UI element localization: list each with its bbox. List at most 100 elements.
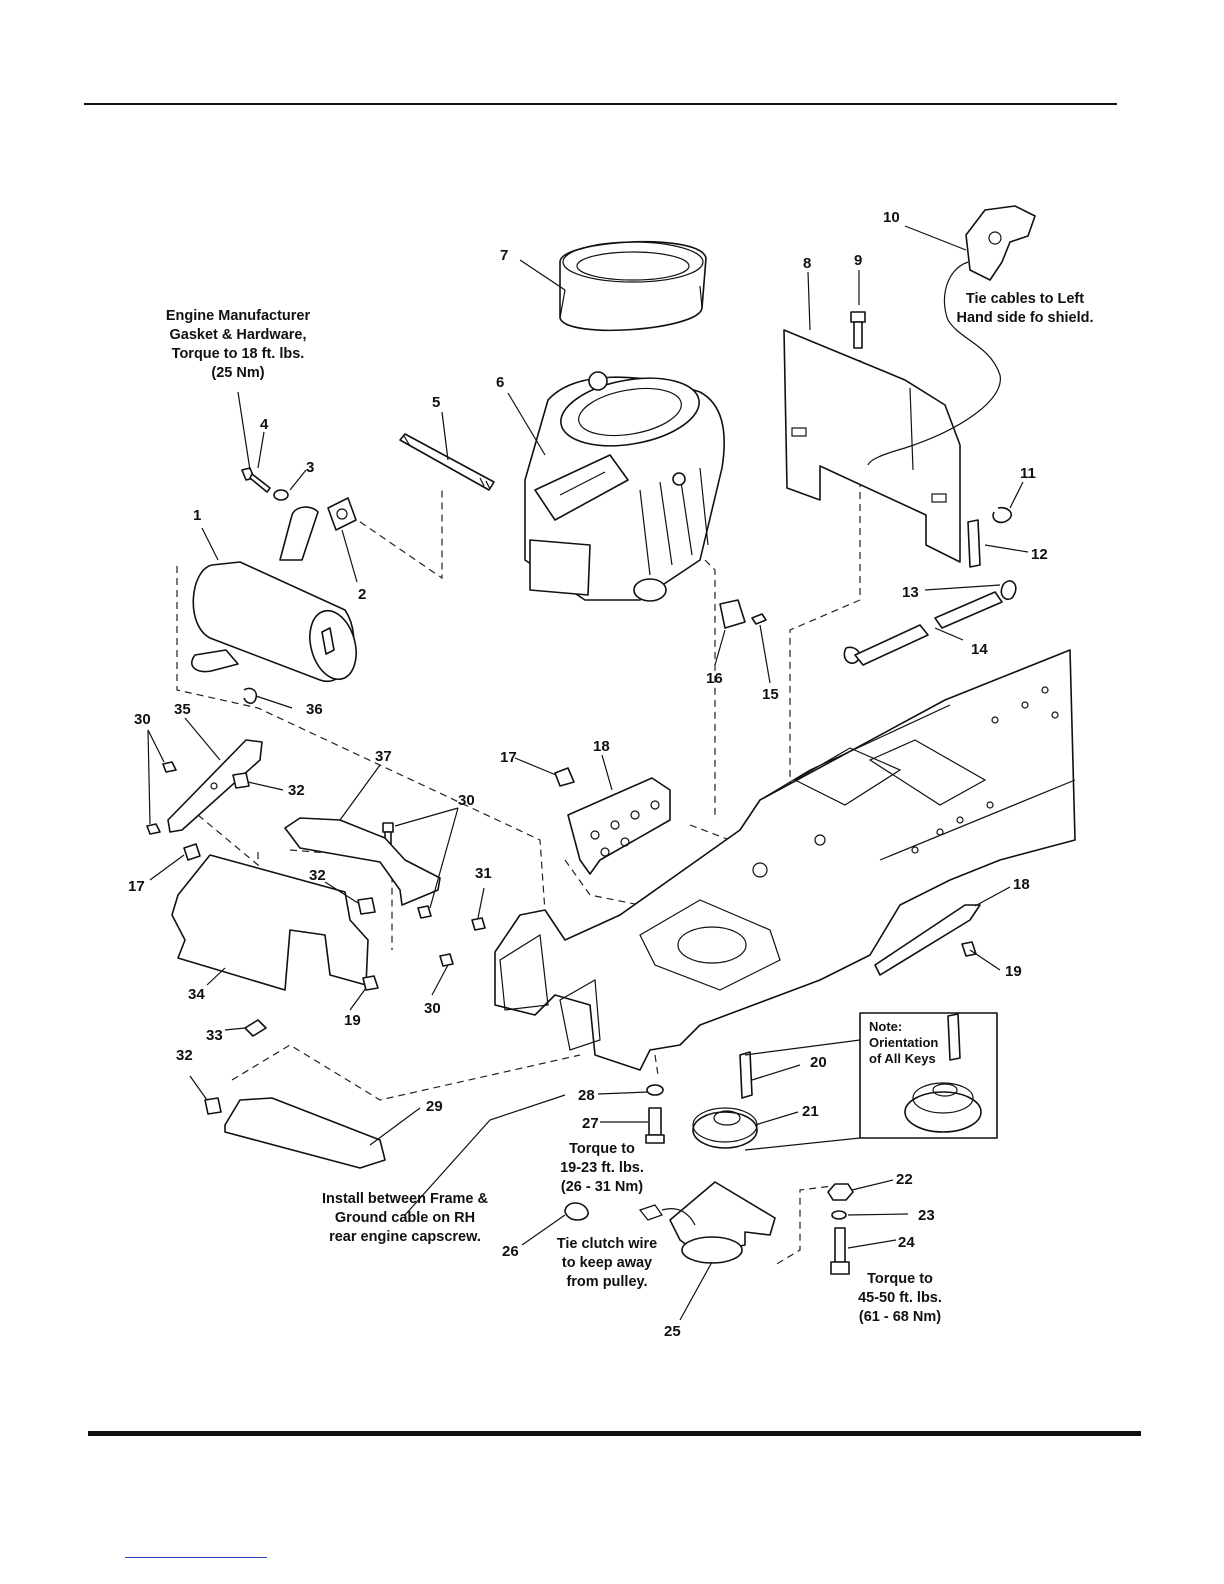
callout-4: 4 xyxy=(260,416,269,433)
callout-32-middle: 32 xyxy=(309,867,326,884)
header-rule xyxy=(84,103,1117,105)
callout-5: 5 xyxy=(432,394,440,411)
svg-text:Orientation: Orientation xyxy=(869,1035,938,1050)
part-4-bolt xyxy=(241,467,271,493)
callout-15: 15 xyxy=(762,686,779,703)
part-32-nuts xyxy=(204,772,376,1115)
part-1-muffler xyxy=(191,506,357,683)
callout-8: 8 xyxy=(803,255,811,272)
svg-text:19-23 ft. lbs.: 19-23 ft. lbs. xyxy=(560,1160,644,1176)
part-36-clip xyxy=(243,687,258,705)
note-install-ground: Install between Frame & Ground cable on … xyxy=(322,1191,489,1245)
callout-28: 28 xyxy=(578,1087,595,1104)
callout-13: 13 xyxy=(902,584,919,601)
svg-text:Tie cables to Left: Tie cables to Left xyxy=(966,291,1084,307)
note-tie-cables: Tie cables to Left Hand side fo shield. xyxy=(957,291,1094,326)
svg-text:Ground cable on RH: Ground cable on RH xyxy=(335,1210,475,1226)
callout-18-upper: 18 xyxy=(593,738,610,755)
part-10-cable-control xyxy=(867,205,1036,466)
callout-22: 22 xyxy=(896,1171,913,1188)
note-torque-24: Torque to 45-50 ft. lbs. (61 - 68 Nm) xyxy=(858,1271,942,1325)
callout-30-left: 30 xyxy=(134,711,151,728)
svg-text:from pulley.: from pulley. xyxy=(566,1274,647,1290)
svg-text:Note:: Note: xyxy=(869,1019,902,1034)
callout-19-left: 19 xyxy=(344,1012,361,1029)
callout-30-middle: 30 xyxy=(458,792,475,809)
part-11-clip xyxy=(992,506,1013,524)
part-22-nut xyxy=(827,1183,854,1201)
callout-30-lower: 30 xyxy=(424,1000,441,1017)
callout-27: 27 xyxy=(582,1115,599,1132)
svg-text:of All Keys: of All Keys xyxy=(869,1051,936,1066)
callout-3: 3 xyxy=(306,459,314,476)
callout-10: 10 xyxy=(883,209,900,226)
callout-17-lower: 17 xyxy=(128,878,145,895)
keys-note-box xyxy=(859,1012,998,1139)
callout-9: 9 xyxy=(854,252,862,269)
callout-24: 24 xyxy=(898,1234,915,1251)
part-16-bracket xyxy=(719,599,746,629)
callout-32-lower: 32 xyxy=(176,1047,193,1064)
leader-lines xyxy=(147,225,1029,1321)
svg-text:Hand side fo shield.: Hand side fo shield. xyxy=(957,310,1094,326)
note-keys-orientation: Note: Orientation of All Keys xyxy=(869,1019,938,1066)
part-19-bolts xyxy=(362,941,977,991)
callout-2: 2 xyxy=(358,586,366,603)
svg-text:(61 - 68 Nm): (61 - 68 Nm) xyxy=(859,1309,941,1325)
note-tie-clutch: Tie clutch wire to keep away from pulley… xyxy=(557,1236,657,1290)
part-2-gasket xyxy=(327,497,357,531)
svg-text:Tie clutch wire: Tie clutch wire xyxy=(557,1236,657,1252)
callout-26: 26 xyxy=(502,1243,519,1260)
part-34-guard xyxy=(171,854,369,991)
footer-link-underline xyxy=(125,1557,267,1558)
svg-text:(25 Nm): (25 Nm) xyxy=(211,365,264,381)
note-engine-gasket: Engine Manufacturer Gasket & Hardware, T… xyxy=(166,308,311,381)
callout-31: 31 xyxy=(475,865,492,882)
part-35-bracket xyxy=(167,739,263,833)
callout-18-right: 18 xyxy=(1013,876,1030,893)
part-24-bolt xyxy=(830,1227,850,1275)
callout-25: 25 xyxy=(664,1323,681,1340)
part-17-clip xyxy=(183,767,575,861)
svg-text:Torque to 18 ft. lbs.: Torque to 18 ft. lbs. xyxy=(172,346,305,362)
footer-rule xyxy=(88,1431,1141,1436)
callout-1: 1 xyxy=(193,507,201,524)
callout-37: 37 xyxy=(375,748,392,765)
svg-text:Torque to: Torque to xyxy=(569,1141,635,1157)
part-3-washer xyxy=(273,489,289,501)
part-6-engine xyxy=(524,371,725,602)
callout-6: 6 xyxy=(496,374,504,391)
callout-34: 34 xyxy=(188,986,205,1003)
note-torque-27: Torque to 19-23 ft. lbs. (26 - 31 Nm) xyxy=(560,1141,644,1195)
part-26-clip xyxy=(564,1202,589,1221)
part-27-bolt xyxy=(645,1107,665,1144)
callout-32-upper: 32 xyxy=(288,782,305,799)
callout-33: 33 xyxy=(206,1027,223,1044)
svg-text:45-50 ft. lbs.: 45-50 ft. lbs. xyxy=(858,1290,942,1306)
part-20-key xyxy=(739,1051,753,1099)
callout-29: 29 xyxy=(426,1098,443,1115)
callout-11: 11 xyxy=(1020,465,1036,482)
part-37-shield xyxy=(284,817,441,906)
callout-numbers: 1 2 3 4 5 6 7 8 9 10 11 12 13 14 15 16 1… xyxy=(128,209,1048,1340)
part-5-stud xyxy=(399,433,495,491)
callout-19-right: 19 xyxy=(1005,963,1022,980)
part-29-plate xyxy=(224,1097,386,1169)
svg-text:Install between Frame &: Install between Frame & xyxy=(322,1191,489,1207)
svg-text:to keep away: to keep away xyxy=(562,1255,652,1271)
callout-7: 7 xyxy=(500,247,508,264)
part-18-plate xyxy=(567,777,981,976)
svg-text:Gasket & Hardware,: Gasket & Hardware, xyxy=(169,327,306,343)
callout-36: 36 xyxy=(306,701,323,718)
part-31-bolt xyxy=(471,917,486,931)
callout-21: 21 xyxy=(802,1103,819,1120)
part-25-clutch xyxy=(638,1181,776,1264)
part-15-pin xyxy=(751,613,767,625)
part-9-bolt xyxy=(850,311,866,349)
part-23-washer xyxy=(831,1210,847,1220)
part-14-tube xyxy=(854,591,1003,666)
part-12-spacer xyxy=(967,519,981,568)
callout-17-upper: 17 xyxy=(500,749,517,766)
